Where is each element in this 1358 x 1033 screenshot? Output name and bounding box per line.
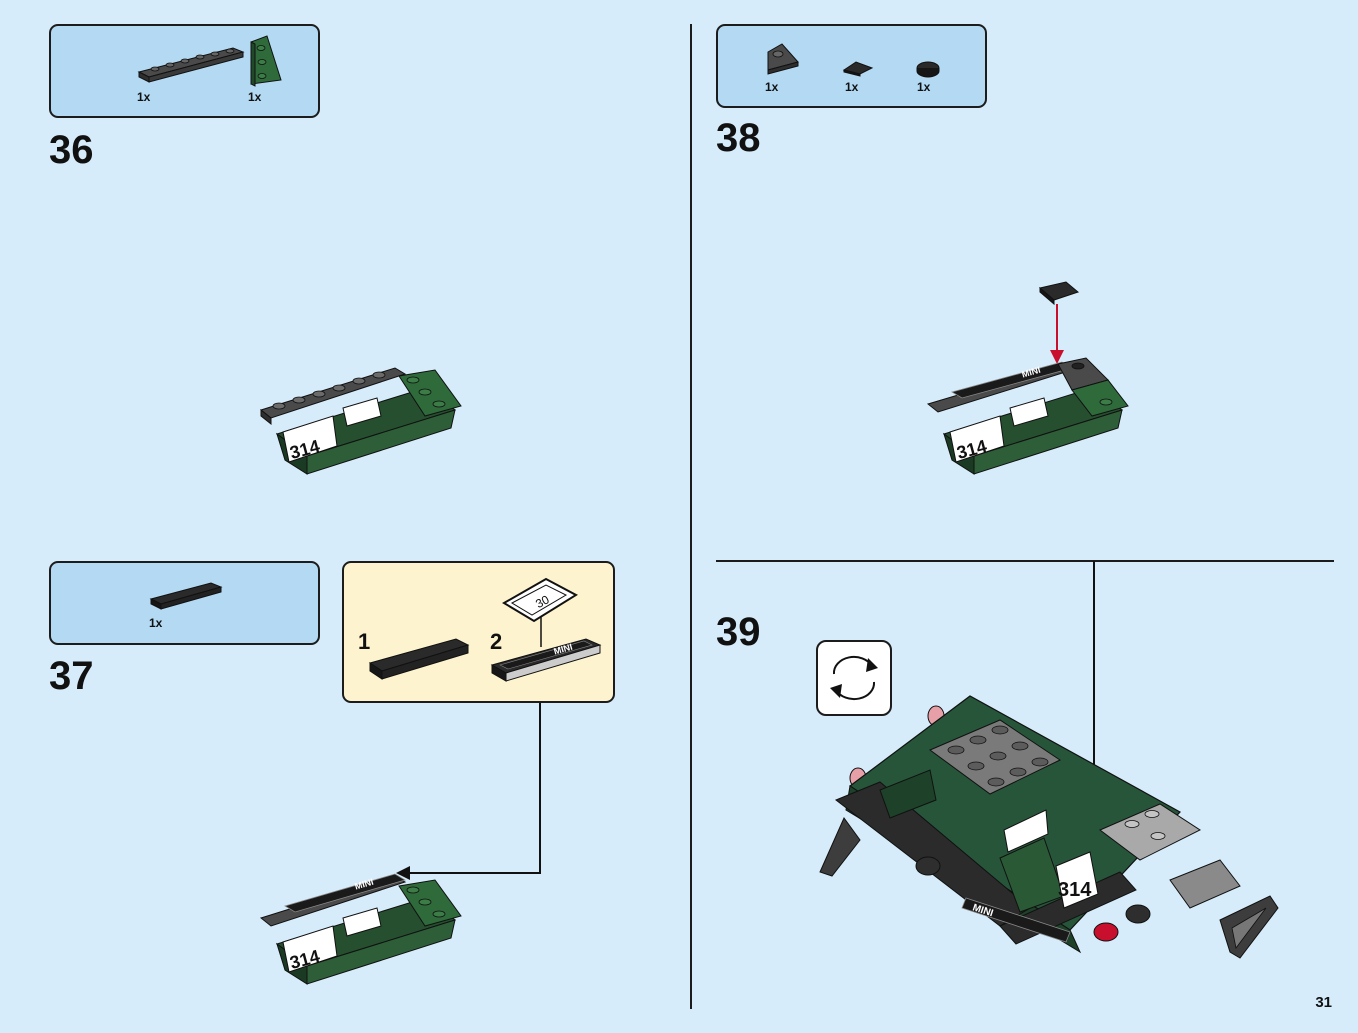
part-qty: 1x xyxy=(149,616,163,630)
sticker-pointer-line xyxy=(540,617,542,647)
black-round-tile-icon xyxy=(916,61,940,78)
dark-gray-wedge-plate-icon xyxy=(767,43,799,75)
black-tile-1x4-icon xyxy=(149,582,223,610)
part-qty: 1x xyxy=(765,80,779,94)
model-step-36: 314 xyxy=(259,367,462,475)
falling-part-black-wedge-tile xyxy=(1038,281,1080,306)
red-placement-arrow xyxy=(1050,304,1064,364)
parts-box-step-38: 1x 1x 1x xyxy=(716,24,987,108)
rotate-model-icon xyxy=(830,655,878,701)
rotate-model-indicator xyxy=(816,640,892,716)
page-number: 31 xyxy=(1315,994,1332,1011)
part-qty: 1x xyxy=(917,80,931,94)
stickered-tile-icon: MINI xyxy=(490,638,602,682)
part-qty: 1x xyxy=(845,80,859,94)
race-number-sticker: 314 xyxy=(1058,879,1092,901)
sticker-number: 30 xyxy=(533,592,552,611)
subassembly-box-step-37: 1 2 30 MINI xyxy=(342,561,615,703)
black-wedge-tile-icon xyxy=(842,61,874,77)
black-tile-1x4-icon xyxy=(368,638,470,680)
step-number-38: 38 xyxy=(716,116,761,160)
sticker-sheet-icon: 30 xyxy=(502,577,579,623)
model-step-37: 314 MINI xyxy=(259,873,462,985)
dark-gray-plate-1x6-icon xyxy=(137,47,245,83)
part-qty: 1x xyxy=(137,90,151,104)
substep-number-2: 2 xyxy=(490,629,503,654)
model-step-39: 314 MINI xyxy=(819,695,1279,959)
page-divider-vertical xyxy=(690,24,692,1009)
model-step-38: 314 MINI xyxy=(926,357,1129,475)
page-divider-horizontal xyxy=(716,560,1334,562)
green-wedge-plate-icon xyxy=(250,35,282,87)
step-number-36: 36 xyxy=(49,128,94,172)
step-number-37: 37 xyxy=(49,654,94,698)
substep-number-1: 1 xyxy=(358,629,371,654)
callout-connector-line xyxy=(396,703,541,880)
step-number-39: 39 xyxy=(716,610,761,654)
part-qty: 1x xyxy=(248,90,262,104)
parts-box-step-37: 1x xyxy=(49,561,320,645)
parts-box-step-36: 1x 1x xyxy=(49,24,320,118)
